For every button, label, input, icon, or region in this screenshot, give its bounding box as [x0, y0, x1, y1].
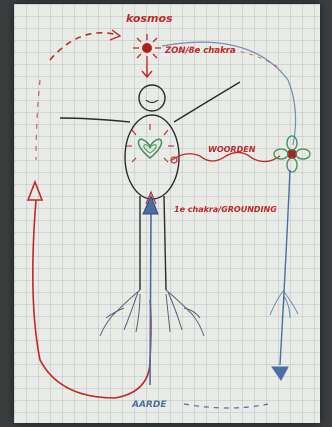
roots-icon [100, 290, 204, 336]
aarde-label: AARDE [131, 400, 167, 410]
grounding-label: 1e chakra/GROUNDING [174, 205, 277, 214]
smile-icon [146, 100, 158, 103]
flower-icon [274, 136, 310, 172]
earth-dashed-line [184, 404, 268, 408]
left-arm-line [60, 118, 130, 122]
kosmos-label: kosmos [126, 12, 173, 25]
sun-chakra-icon [133, 34, 161, 77]
red-up-arrow-icon [28, 182, 42, 200]
red-loop-line [33, 200, 151, 398]
dashed-arrowhead-icon [110, 30, 120, 40]
zon-chakra-label: ZON/8e chakra [164, 46, 236, 56]
head-icon [139, 85, 165, 111]
flower-stem-line [280, 170, 290, 365]
woorden-label: WOORDEN [208, 145, 256, 154]
red-dashed-left-line [36, 80, 40, 160]
heart-chakra-icon [126, 124, 174, 162]
dashed-energy-arrow [50, 33, 118, 60]
right-leg-line [164, 196, 166, 290]
blue-down-arrow-icon [272, 367, 288, 380]
grounding-line [150, 214, 151, 385]
right-arm-line [174, 82, 240, 122]
blue-arc-line [162, 42, 296, 145]
